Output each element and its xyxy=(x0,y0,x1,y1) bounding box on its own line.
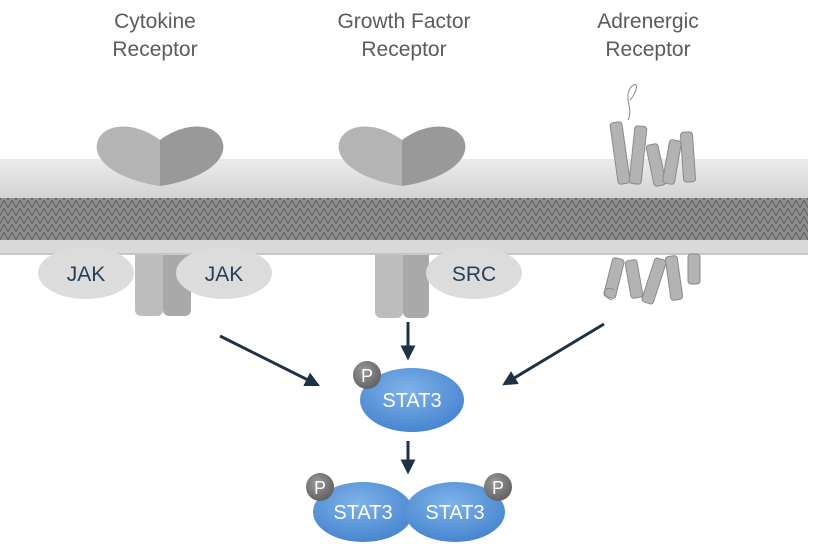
src-label: SRC xyxy=(452,263,496,286)
adrenergic-receptor-label: Adrenergic Receptor xyxy=(538,8,758,64)
phospho-label-monomer: P xyxy=(361,366,373,386)
phospho-badge-dimer-left xyxy=(306,473,334,501)
phospho-badge-monomer xyxy=(353,361,381,389)
growth-factor-label-line2: Receptor xyxy=(361,38,447,61)
phospho-badge-dimer-right xyxy=(484,473,512,501)
stat3-dimer-left xyxy=(313,482,413,542)
src-kinase xyxy=(426,247,522,299)
jak-left-label: JAK xyxy=(67,263,106,286)
growth-factor-receptor-label: Growth Factor Receptor xyxy=(294,8,514,64)
phospho-label-dimer-right: P xyxy=(492,478,504,498)
arrow-adrenergic-to-stat3 xyxy=(502,322,605,386)
cytokine-label-line1: Cytokine xyxy=(114,10,196,33)
jak-right-label: JAK xyxy=(205,263,244,286)
stat3-dimer-right xyxy=(405,482,505,542)
arrow-cytokine-to-stat3 xyxy=(219,334,321,387)
jak-right-kinase xyxy=(176,247,272,299)
phospho-label-dimer-left: P xyxy=(314,478,326,498)
growth-factor-label-line1: Growth Factor xyxy=(337,10,471,33)
stat3-monomer-label: STAT3 xyxy=(382,390,441,412)
cytokine-receptor-label: Cytokine Receptor xyxy=(45,8,265,64)
jak-left-kinase xyxy=(38,247,134,299)
cytokine-receptor-heads xyxy=(96,126,224,186)
stat3-dimer-right-label: STAT3 xyxy=(425,502,484,524)
stat3-dimer-left-label: STAT3 xyxy=(333,502,392,524)
stat3-monomer xyxy=(360,368,464,432)
adrenergic-label-line1: Adrenergic xyxy=(597,10,699,33)
growth-factor-receptor-heads xyxy=(338,126,466,186)
cytokine-label-line2: Receptor xyxy=(112,38,198,61)
adrenergic-label-line2: Receptor xyxy=(605,38,691,61)
adrenergic-receptor xyxy=(603,84,701,305)
